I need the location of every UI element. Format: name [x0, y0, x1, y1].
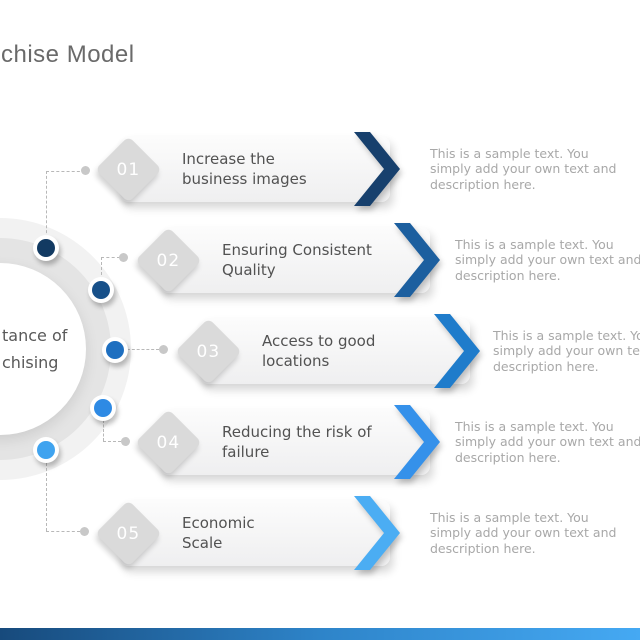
arrow-chevron-icon — [434, 314, 480, 388]
item-number: 04 — [156, 431, 180, 452]
arrow-chevron-icon — [354, 132, 400, 206]
item-bar — [120, 500, 390, 566]
item-description-line: simply add your own text and — [430, 525, 617, 541]
circle-node-dot — [33, 437, 59, 463]
circle-node-dot-core — [94, 399, 112, 417]
item-description-line: description here. — [455, 449, 561, 465]
item-description-line: This is a sample text. You — [493, 328, 640, 343]
arrow-chevron-icon — [394, 223, 440, 297]
item-label: Access to good locations — [262, 331, 375, 371]
item-description-line: description here. — [455, 267, 561, 283]
connector-line — [127, 349, 159, 350]
circle-node-dot-core — [37, 239, 55, 257]
connector-endpoint-dot — [79, 526, 89, 536]
item-description-line: This is a sample text. You — [455, 237, 614, 252]
circle-node-dot-core — [92, 281, 110, 299]
item-number: 05 — [116, 522, 140, 543]
circle-label: tance of chising — [2, 322, 67, 376]
item-label-line: Scale — [182, 534, 223, 552]
item-description-line: simply add your own text and — [455, 434, 640, 450]
item-number: 03 — [196, 340, 220, 361]
item-label-line: Access to good — [262, 332, 376, 350]
connector-line — [101, 257, 120, 258]
item-description-line: simply add your own text and — [493, 343, 640, 359]
connector-line — [103, 420, 104, 441]
circle-node-dot — [33, 235, 59, 261]
connector-line — [103, 441, 121, 442]
item-bar — [120, 136, 390, 202]
item-label-line: Increase the — [182, 150, 275, 168]
arrow-chevron-icon — [354, 496, 400, 570]
item-bar — [160, 227, 430, 293]
connector-endpoint-dot — [80, 165, 90, 175]
item-description-line: This is a sample text. You — [455, 419, 614, 434]
item-label-line: failure — [222, 443, 270, 461]
item-label-line: Reducing the risk of — [222, 423, 372, 441]
connector-line — [46, 171, 47, 243]
item-label-line: business images — [182, 170, 307, 188]
circle-node-dot — [102, 337, 128, 363]
footer-accent-bar — [0, 628, 640, 640]
item-label-line: locations — [262, 352, 330, 370]
item-bar — [160, 409, 430, 475]
circle-node-dot — [88, 277, 114, 303]
connector-line — [46, 171, 85, 172]
item-description-line: simply add your own text and — [430, 161, 617, 177]
connector-endpoint-dot — [158, 344, 168, 354]
item-description-line: This is a sample text. You — [430, 146, 589, 161]
circle-node-dot — [90, 395, 116, 421]
circle-label-line: tance of — [2, 326, 68, 345]
connector-line — [46, 531, 80, 532]
item-description-line: description here. — [430, 176, 536, 192]
connector-line — [46, 463, 47, 531]
circle-node-dot-core — [37, 441, 55, 459]
item-label-line: Quality — [222, 261, 276, 279]
circle-label-line: chising — [2, 353, 59, 372]
item-description-line: description here. — [493, 358, 599, 374]
item-description-line: description here. — [430, 540, 536, 556]
connector-endpoint-dot — [118, 252, 128, 262]
connector-endpoint-dot — [120, 436, 130, 446]
circle-node-dot-core — [106, 341, 124, 359]
item-label-line: Economic — [182, 514, 255, 532]
item-number: 01 — [116, 158, 140, 179]
connector-line — [101, 257, 102, 280]
item-description-line: This is a sample text. You — [430, 510, 589, 525]
page-title: chise Model — [1, 41, 135, 68]
item-description-line: simply add your own text and — [455, 252, 640, 268]
arrow-chevron-icon — [394, 405, 440, 479]
item-label-line: Ensuring Consistent — [222, 241, 372, 259]
item-label: Reducing the risk of failure — [222, 422, 372, 462]
item-bar — [200, 318, 470, 384]
item-number: 02 — [156, 249, 180, 270]
item-label: Increase the business images — [182, 149, 307, 189]
